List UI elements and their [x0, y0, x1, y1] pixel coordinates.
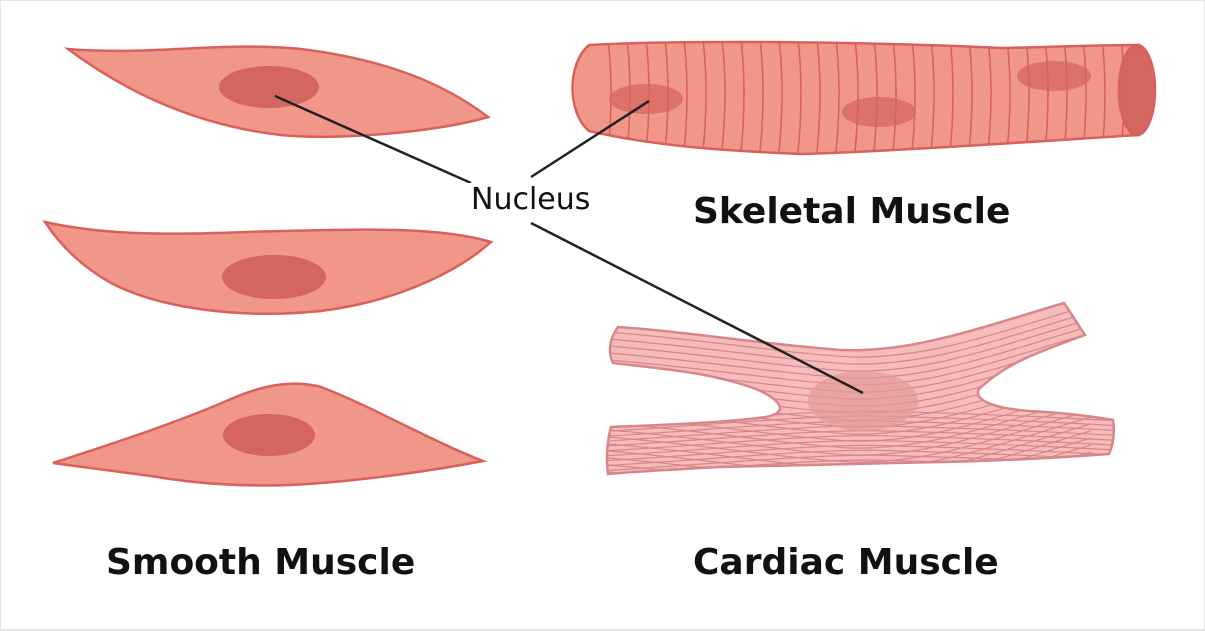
cardiac-striation-line	[607, 469, 1114, 474]
cardiac-striation-line	[596, 475, 1121, 491]
skeletal-muscle-fiber	[571, 40, 1157, 156]
cardiac-striation-line	[596, 485, 1121, 501]
nucleus-pointer-lines	[274, 94, 864, 395]
cardiac-striation-line	[607, 318, 1092, 372]
skeletal-striation-line	[777, 41, 783, 154]
skeletal-striation-line	[872, 41, 878, 154]
cardiac-muscle-cell	[596, 301, 1121, 540]
smooth-nucleus-1	[219, 66, 319, 108]
skeletal-fiber-end	[1117, 43, 1157, 137]
cardiac-striation-line	[607, 304, 1092, 358]
cardiac-striation-line	[607, 430, 1092, 474]
skeletal-striation-line	[739, 41, 745, 154]
cardiac-striation-line	[596, 504, 1121, 520]
cardiac-striation-line	[607, 449, 1114, 467]
cardiac-striation-line	[596, 514, 1121, 530]
skeletal-nucleus-2	[842, 97, 916, 127]
skeletal-nucleus-3	[1017, 61, 1091, 91]
cardiac-striation-line	[596, 489, 1121, 505]
skeletal-striation-line	[758, 41, 764, 154]
cardiac-striation-line	[607, 402, 1092, 456]
skeletal-striation-line	[796, 41, 802, 154]
smooth-muscle-label: Smooth Muscle	[106, 542, 416, 583]
cardiac-striation-line	[607, 409, 1092, 463]
cardiac-nucleus	[808, 371, 918, 431]
cardiac-striation-line	[596, 480, 1091, 532]
cardiac-striation-line	[596, 519, 1121, 535]
cardiac-striation-line	[596, 499, 1121, 515]
skeletal-striation-line	[891, 41, 897, 154]
pointer-line-cardiac	[530, 221, 864, 395]
skeletal-striation-line	[853, 41, 859, 154]
cardiac-striation-line	[607, 472, 1092, 474]
skeletal-striation-line	[720, 41, 726, 154]
cardiac-striation-line	[596, 494, 1121, 510]
cardiac-striation-line	[596, 480, 1121, 496]
cardiac-striation-line	[596, 509, 1121, 525]
skeletal-striation-line	[701, 41, 707, 154]
cardiac-striation-line	[596, 524, 1121, 540]
skeletal-striation-line	[815, 41, 821, 154]
smooth-muscle-cells	[42, 45, 494, 487]
nucleus-label: Nucleus	[467, 183, 595, 217]
cardiac-striation-line	[607, 423, 1092, 474]
skeletal-muscle-label: Skeletal Muscle	[693, 191, 1011, 232]
skeletal-striation-line	[834, 41, 840, 154]
skeletal-nucleus-1	[609, 84, 683, 114]
cardiac-striation-line	[607, 465, 1092, 474]
smooth-nucleus-3	[223, 414, 315, 456]
smooth-nucleus-2	[222, 255, 326, 299]
skeletal-striation-line	[682, 41, 688, 154]
cardiac-muscle-label: Cardiac Muscle	[693, 542, 999, 583]
cardiac-striation-line	[607, 395, 1092, 449]
pointer-line-skeletal	[530, 99, 650, 179]
cardiac-striation-line	[607, 311, 1092, 365]
pointer-line-smooth	[274, 94, 472, 185]
